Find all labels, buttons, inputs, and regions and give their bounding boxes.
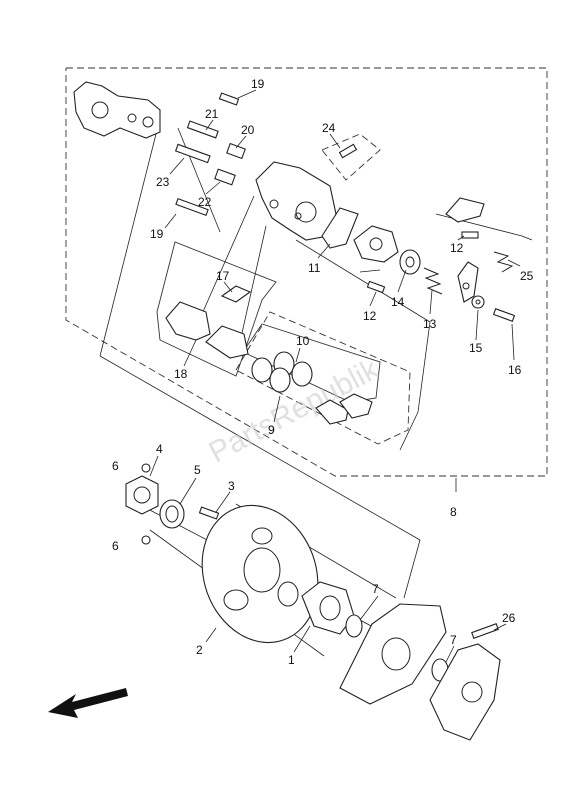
washer-5 <box>159 499 185 529</box>
callout-20: 20 <box>241 123 255 137</box>
bolt-19-lower <box>175 198 209 216</box>
front-direction-arrow-icon <box>48 688 128 718</box>
bolt-19-top <box>218 92 240 106</box>
piston-kit-frame <box>235 311 411 445</box>
bolt-26 <box>471 623 499 639</box>
piston-seals <box>251 351 313 393</box>
callout-14: 14 <box>391 295 405 309</box>
callout-25: 25 <box>520 269 534 283</box>
lever-plate <box>457 261 479 303</box>
nut-6-upper <box>141 463 151 473</box>
pin-23 <box>174 143 211 164</box>
callout-22: 22 <box>198 195 212 209</box>
callout-7-upper: 7 <box>372 582 379 596</box>
upper-link <box>445 197 485 223</box>
caliper-bracket <box>73 81 161 139</box>
callout-8: 8 <box>450 505 457 519</box>
pad-spring-17 <box>220 285 252 303</box>
callout-15: 15 <box>469 341 483 355</box>
bushing-20 <box>226 142 246 160</box>
callout-3: 3 <box>228 479 235 493</box>
brake-pad-outer <box>165 301 211 341</box>
callout-2: 2 <box>196 643 203 657</box>
callout-23: 23 <box>156 175 170 189</box>
callout-19-top: 19 <box>251 77 265 91</box>
washer-15 <box>471 295 485 309</box>
callout-10: 10 <box>296 334 310 348</box>
o-ring-7-upper <box>345 614 363 638</box>
callout-1: 1 <box>288 653 295 667</box>
callout-26: 26 <box>502 611 516 625</box>
brake-arm <box>353 225 399 263</box>
seal-kit-frame <box>242 323 381 403</box>
sprocket-hub-plate <box>339 603 447 705</box>
callout-4: 4 <box>156 442 163 456</box>
callout-6-upper: 6 <box>112 459 119 473</box>
pivot-collar <box>399 249 421 275</box>
callout-13: 13 <box>423 317 437 331</box>
callout-12-upper: 12 <box>450 241 464 255</box>
pad-kit-frame <box>156 241 277 377</box>
brake-disc <box>201 504 319 644</box>
pistons <box>315 393 373 425</box>
spring-upper <box>493 251 514 273</box>
callout-16: 16 <box>508 363 522 377</box>
callout-9: 9 <box>268 423 275 437</box>
callout-11: 11 <box>308 261 321 275</box>
caliper-body <box>255 161 337 241</box>
callout-6-lower: 6 <box>112 539 119 553</box>
hub-nut <box>125 475 159 515</box>
callout-21: 21 <box>205 107 219 121</box>
callout-7-lower: 7 <box>450 633 457 647</box>
disc-bolt-3 <box>198 506 220 520</box>
callout-labels: 19 21 20 24 23 22 19 12 11 25 17 14 12 1… <box>112 77 534 667</box>
callout-12-lower: 12 <box>363 309 377 323</box>
callout-5: 5 <box>194 463 201 477</box>
nut-6-lower <box>141 535 151 545</box>
callout-leaders <box>149 89 521 663</box>
callout-17: 17 <box>216 269 230 283</box>
caliper-assembly-frame <box>65 67 548 477</box>
callout-19-lower: 19 <box>150 227 164 241</box>
bolt-16 <box>492 308 516 322</box>
bolt-12-upper <box>461 231 479 239</box>
brake-pad-inner <box>205 325 249 359</box>
boot-22 <box>214 168 236 186</box>
bleeder-screw <box>321 133 381 181</box>
sprocket-flange <box>429 643 501 741</box>
return-spring <box>423 267 443 295</box>
callout-18: 18 <box>174 367 188 381</box>
callout-24: 24 <box>322 121 336 135</box>
bolt-21 <box>186 120 219 139</box>
bolt-12-lower <box>366 280 386 294</box>
